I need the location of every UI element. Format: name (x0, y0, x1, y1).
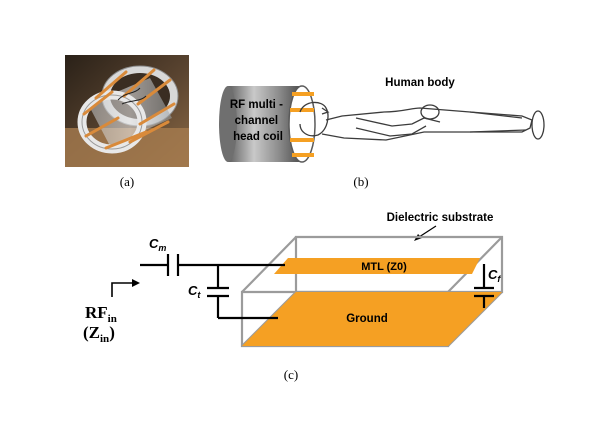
caption-b: (b) (353, 174, 368, 189)
mtl-label: MTL (Z0) (361, 261, 407, 273)
head-coil-copper-strips (290, 92, 314, 157)
caption-c: (c) (284, 367, 298, 382)
ground-plane (242, 292, 502, 346)
label-cf: Cf (488, 267, 501, 284)
capacitor-ct (207, 286, 229, 298)
mtl-strip (274, 258, 480, 274)
substrate-pointer-arrow (414, 225, 437, 241)
human-body-outline (299, 101, 545, 141)
coil-label-line-3: head coil (233, 131, 283, 143)
coil-copper-strips (82, 68, 176, 150)
human-body-label: Human body (385, 77, 455, 89)
label-rf-in: RFin (85, 303, 117, 325)
head-coil-cylinder (228, 86, 302, 162)
head-coil-opening (288, 85, 316, 163)
label-z-in: (Zin) (83, 323, 115, 345)
coil-cables (117, 87, 147, 105)
panel-b-illustration (219, 85, 545, 163)
coil-label-line-2: channel (235, 115, 278, 127)
circuit-wiring (140, 263, 486, 320)
capacitor-cf (474, 286, 494, 298)
head-coil-label: RF multi - channel head coil (230, 99, 286, 143)
ground-label: Ground (346, 313, 388, 325)
panel-a-photo (65, 55, 189, 167)
label-cm: Cm (149, 236, 166, 253)
rf-input-arrow (111, 279, 140, 297)
dielectric-substrate-label: Dielectric substrate (387, 212, 494, 224)
coil-label-line-1: RF multi - (230, 99, 283, 111)
capacitor-cm (166, 254, 180, 276)
label-ct: Ct (188, 283, 201, 300)
caption-a: (a) (120, 174, 134, 189)
head-coil-back-edge (219, 86, 237, 162)
